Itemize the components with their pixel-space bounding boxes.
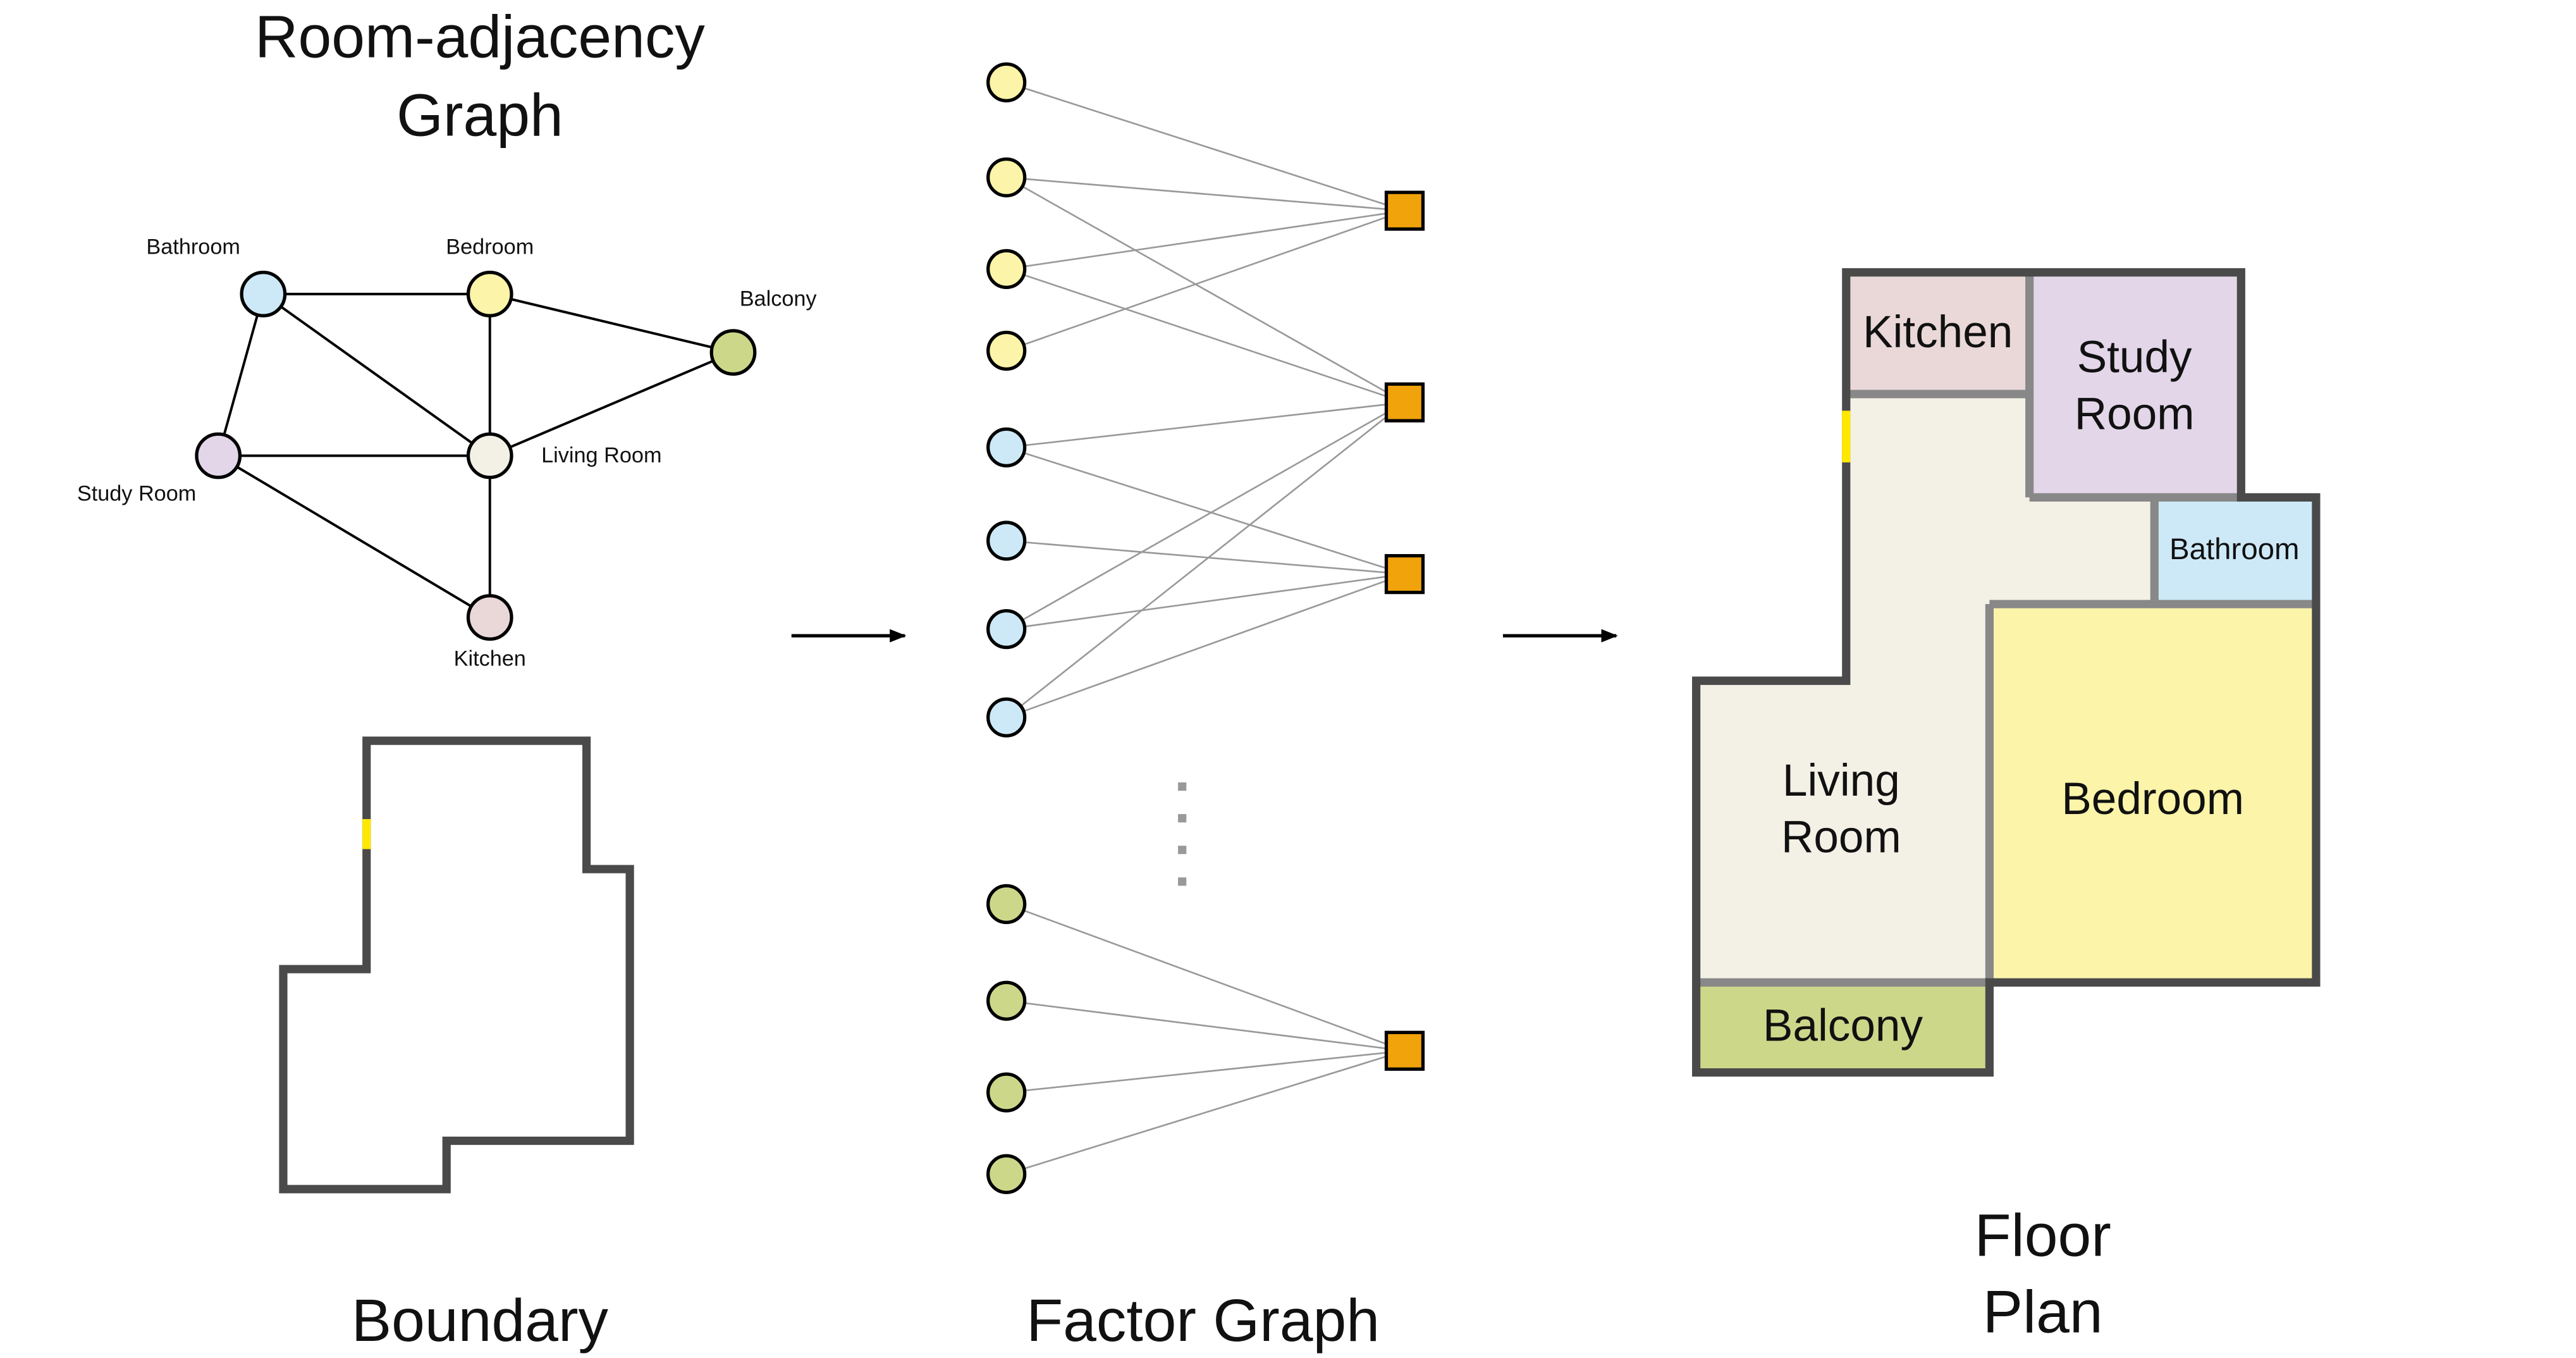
boundary-title: Boundary (352, 1287, 609, 1354)
variable-node (986, 980, 1027, 1021)
node-label-bedroom: Bedroom (446, 235, 534, 259)
label-bedroom: Bedroom (2061, 774, 2244, 824)
floor-plan-title-line2: Plan (1983, 1279, 2103, 1346)
node-label-kitchen: Kitchen (454, 647, 526, 671)
adjacency-edge (218, 454, 491, 619)
node-label-living-room: Living Room (541, 443, 661, 467)
factor-node (1384, 1030, 1425, 1071)
factor-edge (1006, 540, 1405, 575)
graph-title-line1: Room-adjacency (255, 4, 705, 71)
variable-node (986, 1072, 1027, 1113)
room-kitchen (1846, 272, 2030, 396)
label-study-line2: Room (2075, 389, 2195, 439)
node-label-study-room: Study Room (77, 482, 196, 506)
variable-node (986, 608, 1027, 650)
floor-plan: Kitchen Study Room Bathroom Living Room … (1692, 268, 2321, 1077)
ellipsis-dot (1178, 814, 1187, 823)
factor-edge (1006, 209, 1405, 270)
variable-node (986, 62, 1027, 102)
variable-node (986, 249, 1027, 290)
boundary-wall (279, 736, 634, 1194)
label-kitchen: Kitchen (1863, 307, 2013, 357)
factor-edge (1006, 1050, 1405, 1175)
factor-edge (1006, 1049, 1405, 1094)
label-balcony: Balcony (1763, 1001, 1923, 1051)
factor-graph-edges (1005, 81, 1406, 1175)
factor-edge (1006, 176, 1405, 212)
factor-node (1384, 553, 1425, 595)
inner-walls (1696, 272, 2316, 987)
node-bathroom (240, 271, 287, 318)
adjacency-nodes (195, 271, 757, 641)
entrance-door (1842, 410, 1851, 463)
factor-graph-factors (1384, 190, 1425, 1071)
factor-edge (1006, 402, 1406, 630)
boundary-outline (279, 736, 634, 1194)
variable-node (986, 330, 1027, 371)
room-living (1696, 272, 2155, 983)
variable-node (986, 697, 1027, 738)
variable-node (986, 884, 1027, 925)
node-study (195, 432, 242, 479)
node-living (466, 432, 513, 479)
adjacency-edge (217, 293, 265, 457)
room-adjacency-graph: Bathroom Bedroom Balcony Study Room Livi… (77, 235, 818, 671)
adjacency-edge (489, 292, 733, 354)
label-living-line2: Room (1781, 813, 1901, 863)
room-balcony (1696, 982, 1990, 1073)
label-bathroom: Bathroom (2169, 533, 2300, 566)
factor-edge (1006, 573, 1405, 630)
room-bedroom (1989, 604, 2316, 983)
label-living-line1: Living (1782, 756, 1900, 806)
adjacency-edge (489, 351, 734, 457)
variable-node (986, 427, 1027, 467)
adjacency-edge (262, 293, 491, 457)
adjacency-edges (217, 292, 734, 619)
factor-edge (1006, 999, 1405, 1052)
outer-wall (1692, 268, 2321, 1077)
ellipsis-dots (1178, 782, 1187, 886)
factor-node (1384, 190, 1425, 231)
variable-node (986, 521, 1027, 561)
floor-plan-title-line1: Floor (1975, 1202, 2111, 1269)
ellipsis-dot (1178, 782, 1187, 791)
graph-title-line2: Graph (396, 82, 563, 149)
ellipsis-dot (1178, 846, 1187, 855)
node-kitchen (466, 594, 513, 641)
room-bathroom (2154, 497, 2316, 605)
factor-edge (1006, 447, 1405, 575)
factor-edge (1006, 573, 1405, 719)
factor-edge (1005, 402, 1406, 719)
variable-node (986, 1154, 1027, 1194)
factor-edge (1006, 268, 1405, 404)
node-balcony (709, 329, 757, 376)
room-study (2029, 272, 2242, 498)
factor-edge (1006, 176, 1406, 404)
node-label-bathroom: Bathroom (146, 235, 240, 259)
factor-graph (986, 62, 1425, 1194)
factor-node (1384, 382, 1425, 423)
factor-edge (1006, 401, 1405, 448)
factor-edge (1006, 81, 1405, 212)
ellipsis-dot (1178, 877, 1187, 886)
factor-graph-title: Factor Graph (1026, 1287, 1380, 1354)
boundary-door (362, 818, 371, 849)
node-bedroom (466, 271, 513, 318)
variable-node (986, 157, 1027, 198)
factor-graph-variables (986, 62, 1027, 1194)
node-label-balcony: Balcony (740, 287, 818, 311)
factor-edge (1006, 209, 1405, 352)
factor-edge (1006, 903, 1405, 1052)
label-study-line1: Study (2077, 333, 2192, 383)
